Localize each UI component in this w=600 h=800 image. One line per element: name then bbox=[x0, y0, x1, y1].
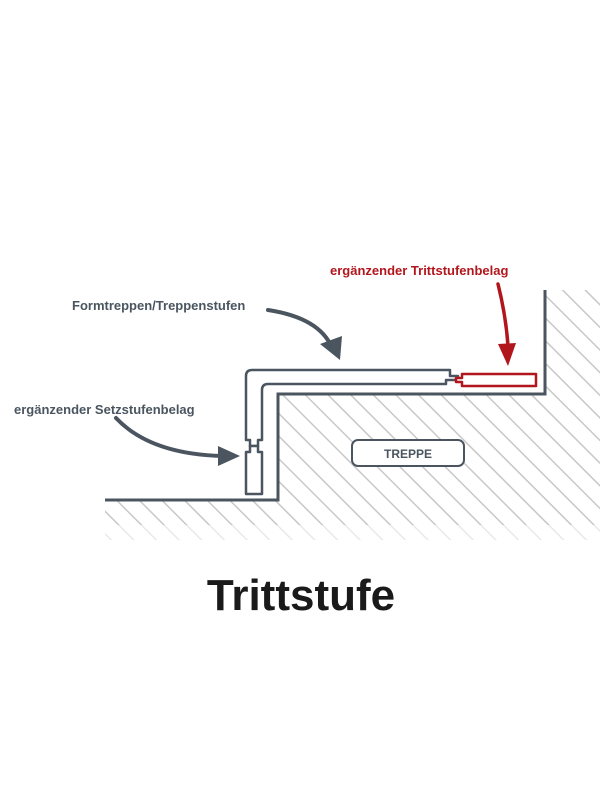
formtreppe-profile bbox=[244, 368, 460, 448]
treppe-label: TREPPE bbox=[384, 447, 432, 461]
formtreppen-arrow bbox=[266, 308, 342, 360]
hatch-fade bbox=[100, 525, 600, 545]
stair-hatch bbox=[105, 290, 600, 540]
setzstufenbelag-arrow bbox=[114, 416, 240, 466]
formtreppen-label: Formtreppen/Treppenstufen bbox=[72, 298, 245, 313]
treppe-box bbox=[351, 439, 465, 467]
stair-outline bbox=[105, 290, 547, 502]
setzstufenbelag-piece bbox=[244, 444, 264, 496]
trittstufenbelag-arrow bbox=[496, 282, 516, 366]
page-title: Trittstufe bbox=[207, 571, 395, 620]
trittstufenbelag-label: ergänzender Trittstufenbelag bbox=[330, 263, 508, 278]
trittstufenbelag-piece bbox=[454, 372, 538, 388]
setzstufenbelag-label: ergänzender Setzstufenbelag bbox=[14, 402, 195, 417]
